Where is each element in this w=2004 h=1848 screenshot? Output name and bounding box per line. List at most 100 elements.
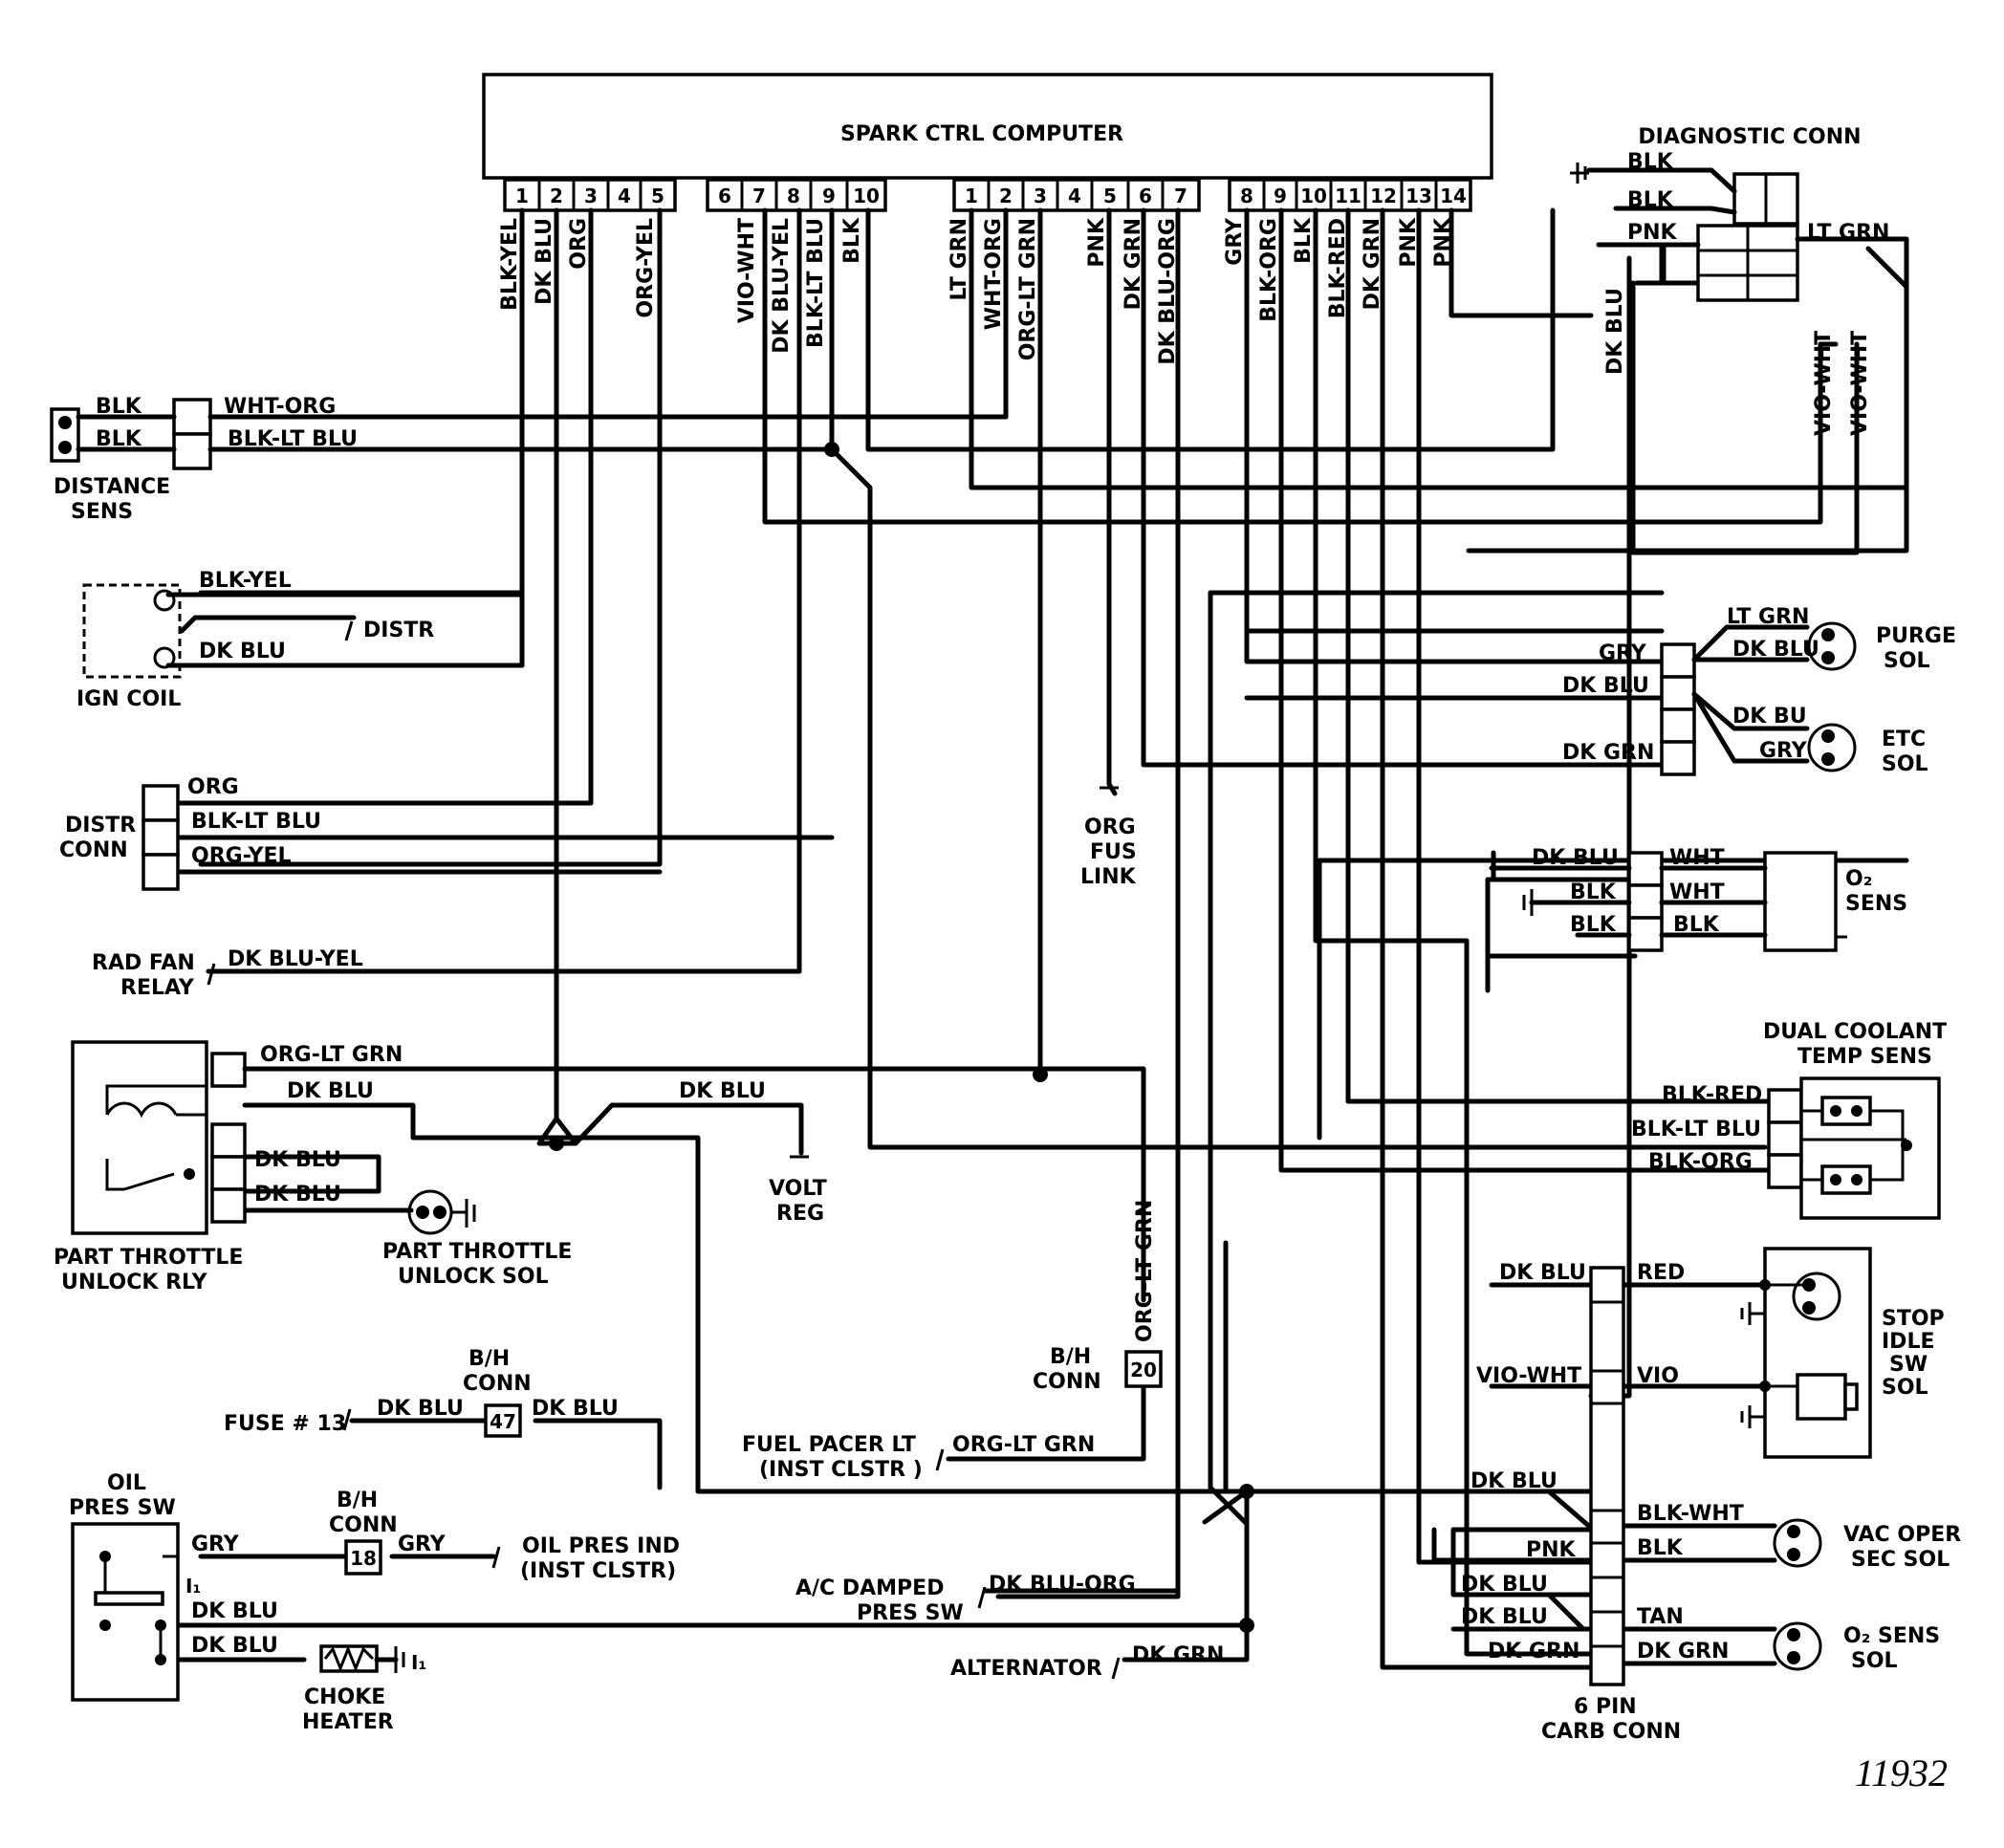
pt-sol-label-2: UNLOCK SOL xyxy=(398,1265,549,1289)
pin-strip-a: 1 2 3 4 5 6 7 8 9 10 xyxy=(503,178,887,212)
volt-reg: DK BLU VOLT REG xyxy=(679,1079,827,1226)
rad-fan-wire-dk-blu-yel: DK BLU-YEL xyxy=(228,947,363,971)
vac-oper-label-1: VAC OPER xyxy=(1843,1523,1961,1547)
pt-rly-label-2: UNLOCK RLY xyxy=(61,1271,208,1294)
purge-wire-dk-blu-2: DK BLU xyxy=(1732,638,1819,662)
bh-47-number: 47 xyxy=(490,1410,516,1433)
carb-wire-dk-grn: DK GRN xyxy=(1488,1640,1579,1663)
purge-sol-label-1: PURGE xyxy=(1876,624,1956,648)
ign-coil: BLK-YEL DISTR DK BLU IGN COIL xyxy=(76,569,525,711)
ac-wire-dk-blu-org: DK BLU-ORG xyxy=(989,1573,1136,1597)
carb-wire-pnk: PNK xyxy=(1526,1538,1577,1562)
distr-label: DISTR xyxy=(363,619,434,642)
diag-wire-pnk: PNK xyxy=(1627,221,1678,245)
distr-conn: ORG BLK-LT BLU ORG-YEL DISTR CONN xyxy=(59,775,321,891)
bh-18-number: 18 xyxy=(350,1547,377,1570)
oil-pres-label-2: PRES SW xyxy=(69,1496,176,1520)
pin-wire-blk-lt-blu: BLK-LT BLU xyxy=(804,218,828,348)
o2-sens: DK BLU BLK BLK WHT WHT BLK O₂ SENS xyxy=(1489,846,1907,952)
choke-label-1: CHOKE xyxy=(304,1685,385,1709)
vac-oper-sec-sol: VAC OPER SEC SOL xyxy=(1773,1518,1961,1572)
pin-a9: 9 xyxy=(822,185,836,207)
pin-wire-wht-org: WHT-ORG xyxy=(982,218,1006,330)
pin-c9: 9 xyxy=(1274,185,1287,207)
pt-wire-dk-blu-3: DK BLU xyxy=(254,1183,341,1207)
o2-sens-label-1: O₂ xyxy=(1845,867,1872,891)
volt-reg-label-1: VOLT xyxy=(769,1177,827,1201)
distr-wire-org-yel: ORG-YEL xyxy=(191,844,292,868)
rad-fan-relay: RAD FAN RELAY DK BLU-YEL xyxy=(92,947,363,1000)
etc-sol-label-1: ETC xyxy=(1882,728,1926,751)
pin-c12: 12 xyxy=(1370,185,1397,207)
o2-wire-dk-blu: DK BLU xyxy=(1532,846,1619,870)
pin-wire-labels: BLK-YEL DK BLU ORG ORG-YEL VIO-WHT DK BL… xyxy=(498,217,1455,365)
distance-sens-label-2: SENS xyxy=(71,500,133,524)
bh-20-number: 20 xyxy=(1130,1359,1157,1381)
bh-47-label-1: B/H xyxy=(468,1347,510,1371)
coolant-label-2: TEMP SENS xyxy=(1797,1045,1932,1069)
vac-oper-label-2: SEC SOL xyxy=(1851,1548,1950,1572)
alternator-wire-dk-grn: DK GRN xyxy=(1132,1643,1224,1667)
stop-idle-label-4: SOL xyxy=(1882,1376,1928,1400)
dual-coolant-temp-sens: BLK-RED BLK-LT BLU BLK-ORG DUAL COOLANT … xyxy=(1631,1020,1947,1220)
carb-conn-label-1: 6 PIN xyxy=(1574,1695,1637,1719)
pin-b2: 2 xyxy=(999,185,1013,207)
oil-pres-ind-label-2: (INST CLSTR) xyxy=(520,1559,676,1583)
alternator-label: ALTERNATOR xyxy=(950,1657,1102,1681)
coolant-wire-blk-red: BLK-RED xyxy=(1662,1083,1762,1107)
distance-wire-blk-lt-blu: BLK-LT BLU xyxy=(228,427,358,451)
fuel-pacer-wire: ORG-LT GRN xyxy=(952,1433,1095,1457)
oil-pres-label-1: OIL xyxy=(107,1471,146,1495)
purge-wire-gry: GRY xyxy=(1599,641,1647,665)
pin-wire-blk-yel: BLK-YEL xyxy=(498,218,522,311)
right-wire-vio-wht-2: VIO-WHT xyxy=(1848,331,1872,436)
coil-wire-dk-blu: DK BLU xyxy=(199,640,286,663)
pin-wire-blk: BLK xyxy=(840,217,864,264)
pin-b6: 6 xyxy=(1139,185,1152,207)
right-wire-vio-wht-1: VIO-WHT xyxy=(1812,331,1836,436)
stop-idle-label-2: IDLE xyxy=(1882,1330,1935,1354)
oil-marker-i1: I₁ xyxy=(185,1575,201,1598)
pin-c8: 8 xyxy=(1240,185,1253,207)
volt-reg-label-2: REG xyxy=(776,1202,824,1226)
distr-wire-blk-lt-blu: BLK-LT BLU xyxy=(191,810,321,834)
pin-wire-vio-wht: VIO-WHT xyxy=(735,218,759,323)
pin-c13: 13 xyxy=(1405,185,1432,207)
carb-wire-red: RED xyxy=(1637,1261,1685,1285)
purge-sol-label-2: SOL xyxy=(1884,649,1930,673)
o2-wire-wht-2: WHT xyxy=(1669,881,1725,904)
carb-wire-dk-blu-3: DK BLU xyxy=(1461,1573,1548,1597)
o2-wire-blk-1: BLK xyxy=(1570,881,1617,904)
volt-reg-wire-dk-blu: DK BLU xyxy=(679,1079,766,1103)
bh-18-wire-gry: GRY xyxy=(398,1533,447,1556)
wires xyxy=(165,207,1909,1670)
pin-wire-org-yel: ORG-YEL xyxy=(634,218,658,318)
bh-conn-18: B/H CONN 18 GRY OIL PRES IND (INST CLSTR… xyxy=(329,1489,680,1583)
choke-label-2: HEATER xyxy=(302,1710,394,1734)
pin-b4: 4 xyxy=(1068,185,1081,207)
fus-link-label-2: FUS xyxy=(1090,840,1137,864)
rad-fan-label-1: RAD FAN xyxy=(92,951,195,975)
bh-18-label-2: CONN xyxy=(329,1513,398,1537)
etc-wire-gry: GRY xyxy=(1759,739,1808,763)
oil-wire-dk-blu-1: DK BLU xyxy=(191,1599,278,1623)
pin-a10: 10 xyxy=(853,185,880,207)
pin-wire-gry: GRY xyxy=(1223,217,1247,266)
o2-wire-blk-3: BLK xyxy=(1673,913,1720,937)
pin-wire-org-lt-grn: ORG-LT GRN xyxy=(1016,218,1040,360)
carb-wire-vio-wht: VIO-WHT xyxy=(1476,1364,1581,1388)
carb-conn: DK BLU VIO-WHT DK BLU PNK DK BLU DK BLU … xyxy=(1461,1261,1744,1744)
pin-strip-b: 1 2 3 4 5 6 7 xyxy=(952,178,1201,212)
ac-label-1: A/C DAMPED xyxy=(795,1576,944,1600)
pin-wire-blk-org: BLK-ORG xyxy=(1257,218,1281,322)
carb-wire-dk-blu-2: DK BLU xyxy=(1470,1469,1557,1493)
oil-pres-sw: OIL PRES SW GRY DK BLU DK BLU I₁ xyxy=(69,1471,278,1702)
carb-wire-dk-blu-4: DK BLU xyxy=(1461,1605,1548,1629)
distance-wire-blk-1: BLK xyxy=(96,395,142,419)
choke-marker-i1: I₁ xyxy=(411,1651,426,1674)
pin-a4: 4 xyxy=(618,185,631,207)
coolant-wire-blk-lt-blu: BLK-LT BLU xyxy=(1631,1118,1761,1141)
bh-20-label-2: CONN xyxy=(1033,1370,1101,1394)
junction-dots xyxy=(549,442,1254,1633)
bh-conn-20: 20 ORG-LT GRN B/H CONN xyxy=(1033,1200,1163,1394)
